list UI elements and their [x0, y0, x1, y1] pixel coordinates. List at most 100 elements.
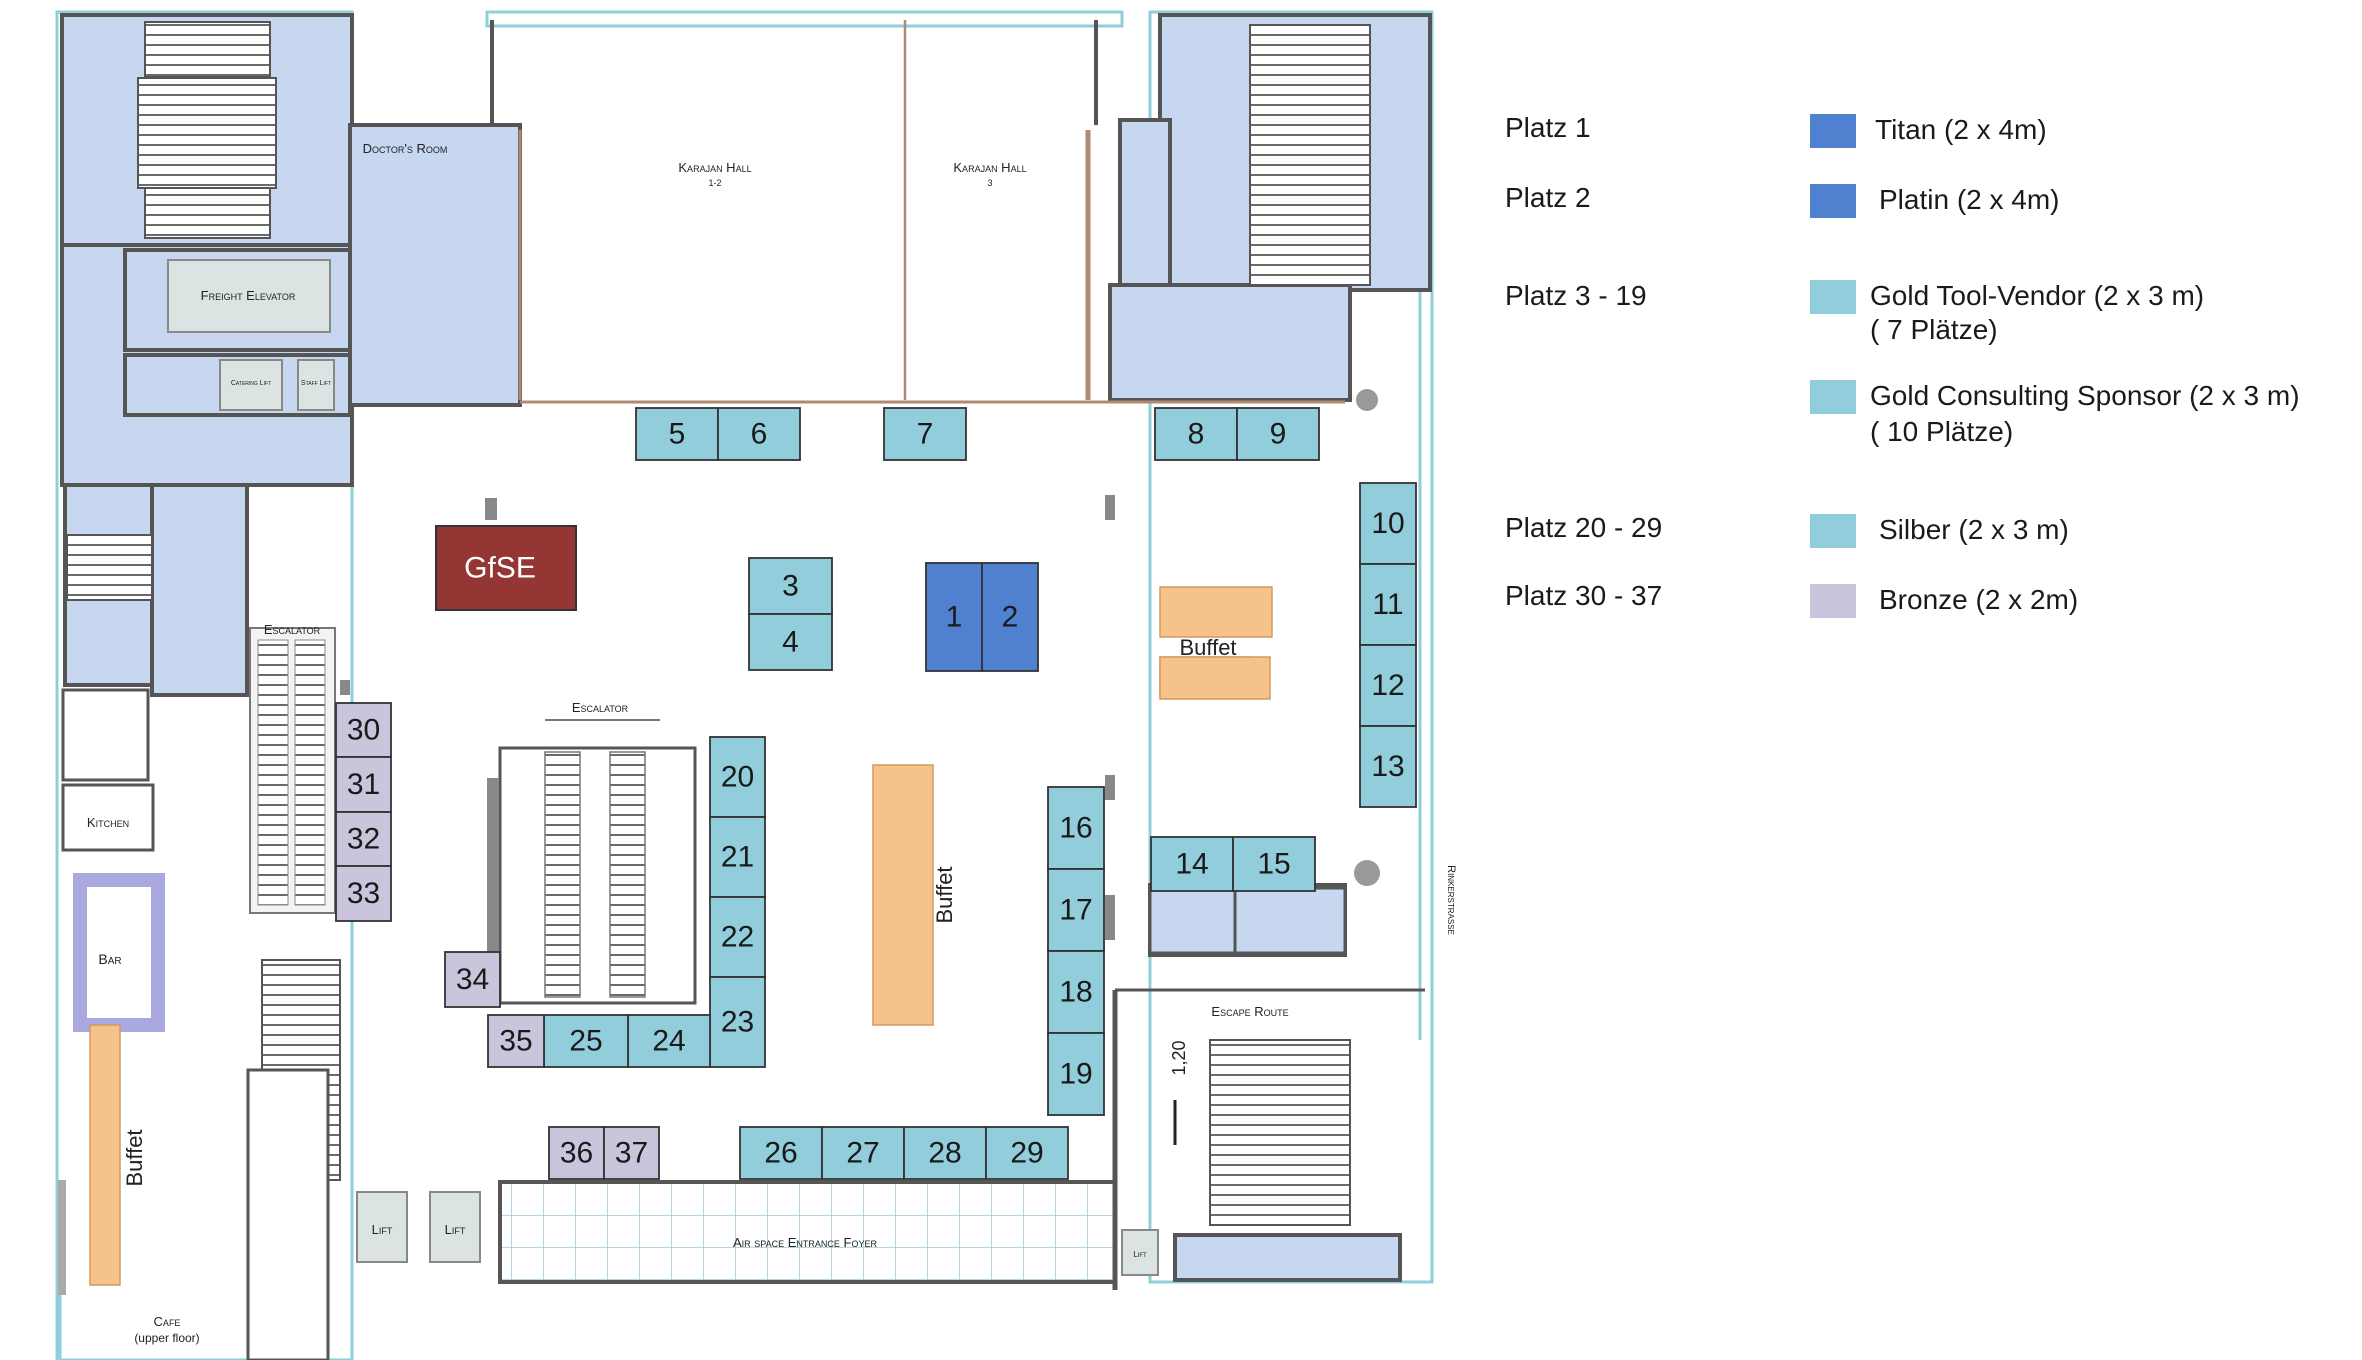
cafe-sub-label: (upper floor) — [134, 1331, 199, 1345]
karajan-hall-12-sub: 1-2 — [708, 178, 721, 188]
legend-label-gold-vendor: Gold Tool-Vendor (2 x 3 m) — [1870, 280, 2205, 311]
booth-6 — [717, 407, 801, 461]
booth-label-32: 32 — [347, 823, 380, 856]
left-lower-wall — [58, 1180, 66, 1295]
booth-label-1: 1 — [946, 601, 963, 634]
lifts — [356, 1191, 1159, 1276]
gfse-label: GfSE — [464, 552, 536, 585]
booth-label-21: 21 — [721, 841, 754, 874]
booth-label-33: 33 — [347, 877, 380, 910]
booth-25 — [543, 1014, 629, 1068]
booth-21 — [709, 816, 766, 898]
legend-swatch-gold-consulting — [1810, 380, 1856, 414]
legend-label-bronze: Bronze (2 x 2m) — [1879, 584, 2079, 615]
booth-5 — [635, 407, 719, 461]
doctors-room-label: Doctor's Room — [363, 141, 448, 156]
pillar — [485, 498, 497, 520]
booth-label-18: 18 — [1059, 976, 1092, 1009]
booth-label-12: 12 — [1371, 669, 1404, 702]
legend-sub-gold-consulting: ( 10 Plätze) — [1870, 416, 2014, 447]
legend-swatch-gold-vendor — [1810, 280, 1856, 314]
freight-elevator-area — [123, 248, 352, 417]
booth-label-17: 17 — [1059, 894, 1092, 927]
booth-31 — [335, 756, 392, 813]
legend-sub-gold-vendor: ( 7 Plätze) — [1870, 314, 1998, 345]
booth-label-37: 37 — [615, 1137, 648, 1170]
pillar — [1105, 775, 1115, 800]
legend-swatch-platin — [1810, 184, 1856, 218]
booth-label-22: 22 — [721, 921, 754, 954]
booth-label-14: 14 — [1175, 848, 1208, 881]
escalator-center-label: Escalator — [572, 700, 629, 715]
legend-label-silver: Silber (2 x 3 m) — [1879, 514, 2069, 545]
booth-2 — [981, 562, 1039, 672]
booth-22 — [709, 896, 766, 978]
booth-26 — [739, 1126, 823, 1180]
booth-20 — [709, 736, 766, 818]
gfse-booth — [435, 525, 577, 611]
pillar — [1105, 895, 1115, 940]
booth-label-27: 27 — [846, 1137, 879, 1170]
kitchen-label: Kitchen — [87, 815, 129, 830]
booth-label-15: 15 — [1257, 848, 1290, 881]
pillar — [340, 680, 350, 695]
legend-place-4: Platz 20 - 29 — [1505, 512, 1663, 543]
buffet-label: Buffet — [932, 866, 957, 923]
legend-place-1: Platz 1 — [1505, 112, 1591, 143]
booth-37 — [603, 1126, 660, 1180]
booth-13 — [1359, 725, 1417, 808]
right-lower-rooms — [1148, 886, 1347, 955]
lift-3-label: Lift — [1133, 1250, 1147, 1259]
bar-label: Bar — [98, 951, 121, 967]
column — [1356, 389, 1378, 411]
booth-19 — [1047, 1032, 1105, 1116]
lift-1-label: Lift — [372, 1222, 393, 1237]
legend-label-titan: Titan (2 x 4m) — [1875, 114, 2047, 145]
escalator-left-label: Escalator — [264, 622, 321, 637]
escape-route-label: Escape Route — [1211, 1004, 1288, 1019]
booth-label-16: 16 — [1059, 812, 1092, 845]
buffet-label: Buffet — [122, 1129, 147, 1186]
booth-label-9: 9 — [1270, 418, 1287, 451]
escalator-left — [249, 627, 336, 914]
booth-label-7: 7 — [917, 418, 934, 451]
booth-label-20: 20 — [721, 761, 754, 794]
booth-14 — [1150, 836, 1234, 892]
buffet-tables — [89, 586, 1273, 1286]
legend-place-3: Platz 3 - 19 — [1505, 280, 1647, 311]
booth-label-5: 5 — [669, 418, 686, 451]
booth-label-29: 29 — [1010, 1137, 1043, 1170]
booth-label-19: 19 — [1059, 1058, 1092, 1091]
booth-label-4: 4 — [782, 626, 799, 659]
legend-swatch-bronze — [1810, 584, 1856, 618]
booth-label-3: 3 — [782, 570, 799, 603]
booth-29 — [985, 1126, 1069, 1180]
booth-3 — [748, 557, 833, 615]
booth-35 — [487, 1014, 545, 1068]
booth-10 — [1359, 482, 1417, 565]
booth-9 — [1236, 407, 1320, 461]
booth-label-31: 31 — [347, 768, 380, 801]
booth-23 — [709, 976, 766, 1068]
karajan-walls — [490, 20, 1345, 404]
booth-32 — [335, 811, 392, 867]
booth-label-36: 36 — [560, 1137, 593, 1170]
air-space-label: Air space Entrance Foyer — [733, 1235, 877, 1250]
booth-4 — [748, 613, 833, 671]
legend: Platz 1 Titan (2 x 4m) Platz 2 Platin (2… — [1505, 100, 2345, 660]
booth-24 — [627, 1014, 711, 1068]
booth-8 — [1154, 407, 1238, 461]
street-label: Rinkerstrasse — [1445, 865, 1457, 935]
booth-27 — [821, 1126, 905, 1180]
karajan-hall-12-label: Karajan Hall — [678, 160, 751, 175]
booth-label-34: 34 — [456, 963, 489, 996]
left-service-rooms — [61, 688, 155, 852]
freight-elevator-label: Freight Elevator — [201, 288, 296, 303]
booth-11 — [1359, 563, 1417, 646]
booth-34 — [444, 951, 501, 1008]
booth-label-23: 23 — [721, 1006, 754, 1039]
karajan-hall-3-label: Karajan Hall — [953, 160, 1026, 175]
dimension-label: 1,20 — [1169, 1040, 1189, 1075]
booth-label-26: 26 — [764, 1137, 797, 1170]
